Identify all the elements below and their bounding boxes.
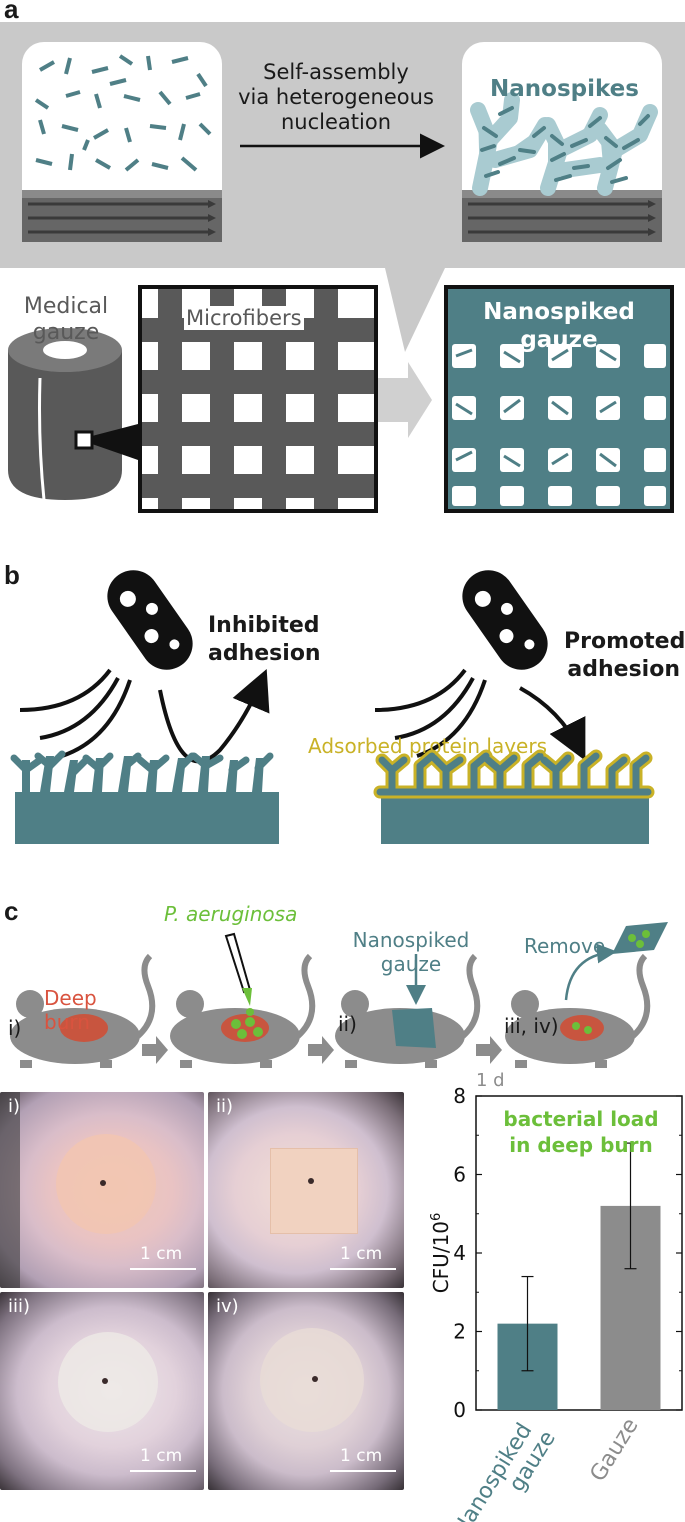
gauze-roll-icon	[8, 328, 138, 501]
bacteria-name: P. aeruginosa	[164, 902, 298, 926]
bacterium-right-icon	[462, 570, 548, 670]
step-ii-label: ii)	[338, 1012, 357, 1036]
mouse-2-icon	[170, 932, 316, 1068]
scale-label: 1 cm	[340, 1446, 383, 1466]
step-arrow-3	[476, 1036, 502, 1064]
scale-label: 1 cm	[340, 1244, 383, 1264]
panel-letter-b: b	[4, 560, 20, 590]
scale-bar	[330, 1470, 396, 1472]
scale-bar	[130, 1268, 196, 1270]
arrow-text-line-3: nucleation	[280, 110, 391, 134]
microfibers-label: Microfibers	[184, 306, 304, 330]
scale-label: 1 cm	[140, 1446, 183, 1466]
mouse-1-icon	[10, 953, 156, 1068]
y-axis-label: CFU/106	[429, 1213, 453, 1294]
promoted-line-2: adhesion	[567, 657, 680, 682]
photo-label-iii: iii)	[8, 1296, 31, 1317]
nanospiked-c-line-1: Nanospiked	[352, 928, 470, 952]
y-tick-label: 6	[453, 1163, 466, 1187]
chart-title-line-2: in deep burn	[509, 1133, 652, 1157]
scale-bar	[330, 1268, 396, 1270]
y-tick-label: 4	[453, 1241, 466, 1265]
panel-b-diagram	[10, 570, 655, 844]
protein-layers-label: Adsorbed protein layers	[308, 734, 548, 758]
photo-label-iv: iv)	[216, 1296, 239, 1317]
step-arrow-1	[142, 1036, 168, 1064]
medical-label-line-2: gauze	[32, 320, 100, 345]
mouse-4-icon	[505, 922, 668, 1068]
photo-label-i: i)	[8, 1096, 21, 1117]
arrow-text-line-1: Self-assembly	[263, 60, 409, 84]
panel-c-timeline	[10, 922, 668, 1068]
mouse-3-icon	[335, 953, 481, 1068]
transform-arrow	[378, 362, 432, 438]
photo-iv: iv) 1 cm	[208, 1292, 404, 1490]
arrow-text-line-2: via heterogeneous	[238, 85, 434, 109]
medical-label-line-1: Medical	[23, 294, 109, 319]
y-tick-label: 0	[453, 1398, 466, 1422]
deep-burn-line-1: Deep	[44, 986, 97, 1010]
panel-letter-c: c	[4, 896, 19, 926]
nanospiked-label-line-2: gauze	[520, 327, 598, 353]
scale-bar	[130, 1470, 196, 1472]
y-axis-label-exponent: 6	[429, 1213, 444, 1221]
before-box	[22, 42, 222, 242]
nanospiked-c-line-2: gauze	[380, 952, 442, 976]
y-tick-label: 2	[453, 1320, 466, 1344]
photo-ii: ii) 1 cm	[208, 1092, 404, 1288]
photo-label-ii: ii)	[216, 1096, 234, 1117]
y-tick-label: 8	[453, 1084, 466, 1108]
x-category-label-line: Gauze	[586, 1414, 644, 1486]
photo-i: i) 1 cm	[0, 1092, 204, 1288]
chart-title-line-1: bacterial load	[503, 1107, 658, 1131]
deep-burn-line-2: burn	[44, 1010, 90, 1034]
nanospiked-label-line-1: Nanospiked	[483, 299, 635, 325]
inhibited-line-2: adhesion	[208, 641, 321, 666]
promoted-line-1: Promoted	[564, 629, 685, 654]
inhibited-line-1: Inhibited	[208, 613, 320, 638]
one-day-label: 1 d	[476, 1070, 505, 1091]
nanospikes-label: Nanospikes	[490, 76, 639, 102]
panel-a-diagram	[0, 22, 685, 513]
remove-label: Remove	[524, 934, 606, 958]
photo-iii: iii) 1 cm	[0, 1292, 204, 1490]
bacterium-left-icon	[107, 570, 193, 670]
scale-label: 1 cm	[140, 1244, 183, 1264]
nanospike-surface-left	[10, 750, 279, 844]
step-arrow-2	[308, 1036, 334, 1064]
nanospike-surface-right	[373, 749, 655, 844]
step-i-label: i)	[8, 1016, 22, 1040]
step-iii-iv-label: iii, iv)	[504, 1014, 559, 1038]
x-category-label-2: Gauze	[586, 1414, 644, 1486]
x-category-label-1: Nanospikedgauze	[448, 1414, 561, 1522]
scattered-molecules	[34, 54, 212, 172]
after-box	[462, 42, 662, 242]
nanospiked-gauze-grid	[444, 285, 674, 513]
panel-letter-a: a	[4, 0, 19, 24]
nanospike-core	[480, 106, 650, 184]
